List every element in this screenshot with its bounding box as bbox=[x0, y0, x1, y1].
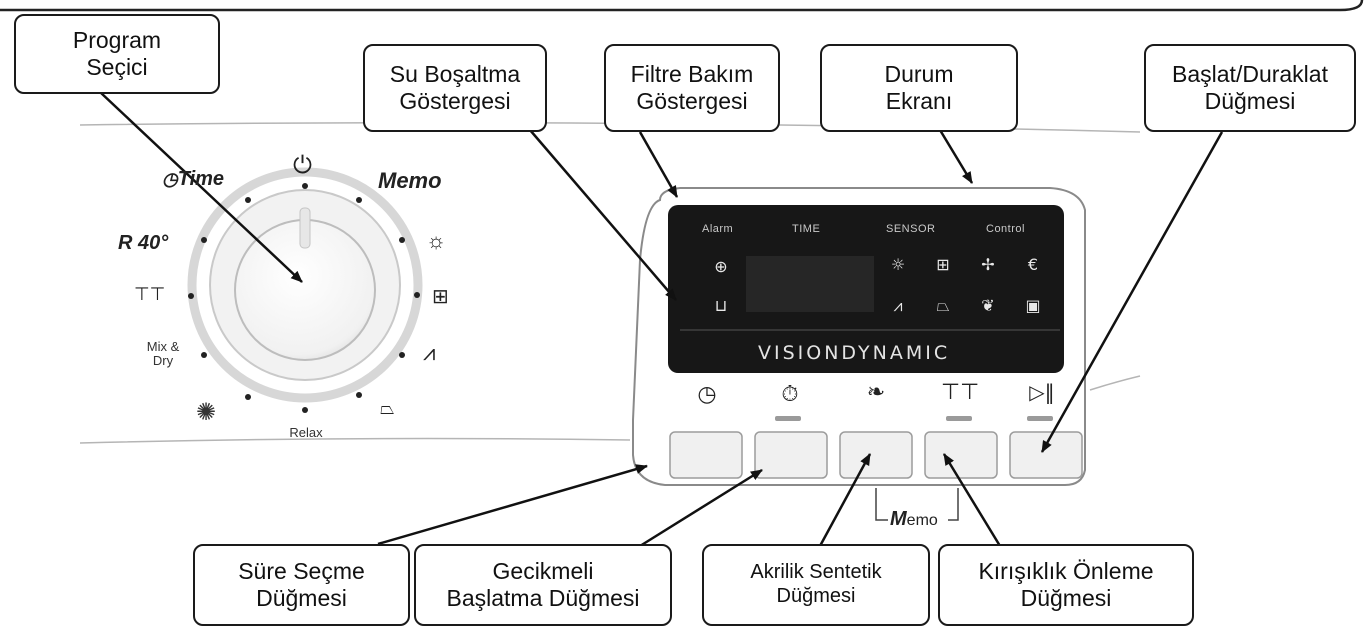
callout-acrylic-synthetic: Akrilik Sentetik Düğmesi bbox=[702, 544, 930, 626]
dial-dots bbox=[188, 183, 420, 413]
shirt-icon: ⊤⊤ bbox=[134, 284, 166, 304]
callout-status-display-text: Durum Ekranı bbox=[884, 60, 954, 114]
memo-program-label: Memo bbox=[378, 168, 442, 193]
memo-suffix: emo bbox=[906, 512, 938, 529]
eco-display-icon: € bbox=[1027, 255, 1039, 274]
shoe-display-icon: ⏢ bbox=[936, 296, 950, 315]
led-start bbox=[1027, 416, 1053, 421]
clock-icon: ◷ bbox=[162, 169, 178, 189]
callout-start-pause-text: Başlat/Duraklat Düğmesi bbox=[1172, 60, 1328, 114]
arrow-program-selector bbox=[99, 91, 303, 283]
relax-label: Relax bbox=[289, 425, 323, 440]
water-container-icon: ⊔ bbox=[714, 296, 728, 315]
time-program-label: ◷Time bbox=[162, 168, 224, 191]
sensor-label: SENSOR bbox=[886, 223, 936, 235]
callout-status-display: Durum Ekranı bbox=[820, 44, 1018, 132]
callout-anti-crease-text: Kırışıklık Önleme Düğmesi bbox=[978, 557, 1154, 611]
control-label: Control bbox=[986, 223, 1025, 235]
time-program-text: Time bbox=[177, 168, 225, 190]
fan-display-icon: ✢ bbox=[981, 255, 995, 274]
callout-anti-crease: Kırışıklık Önleme Düğmesi bbox=[938, 544, 1194, 626]
feather-icon: ❧ bbox=[866, 380, 886, 405]
acrylic-synthetic-button bbox=[839, 431, 913, 479]
wool-icon: ✺ bbox=[196, 399, 217, 426]
callout-delayed-start: Gecikmeli Başlatma Düğmesi bbox=[414, 544, 672, 626]
led-crease bbox=[946, 416, 972, 421]
callout-program-selector: Program Seçici bbox=[14, 14, 220, 94]
callout-drain-indicator: Su Boşaltma Göstergesi bbox=[363, 44, 547, 132]
body-line-bottom bbox=[79, 437, 631, 444]
callout-delayed-start-text: Gecikmeli Başlatma Düğmesi bbox=[446, 557, 640, 611]
arrow-filter-indicator bbox=[638, 131, 679, 198]
sun-icon: ☼ bbox=[426, 228, 447, 253]
led-delay bbox=[775, 416, 801, 421]
towel-display-icon: ▣ bbox=[1025, 296, 1041, 315]
shirt-iron-icon: ⊤⊤ bbox=[940, 380, 980, 405]
timer-icon: ◷ bbox=[697, 382, 717, 407]
memo-bracket bbox=[875, 488, 959, 521]
globe-icon: ⊕ bbox=[714, 257, 728, 276]
cabinet-icon: ⊞ bbox=[432, 286, 449, 308]
hanger-display-icon: ⩘ bbox=[893, 296, 903, 315]
callout-filter-indicator-text: Filtre Bakım Göstergesi bbox=[630, 60, 754, 114]
arrow-drain-indicator bbox=[529, 129, 677, 301]
delayed-start-button bbox=[754, 431, 828, 479]
delay-clock-icon: ⏱ bbox=[781, 382, 799, 407]
arrow-time-select bbox=[377, 464, 648, 546]
arrow-delayed-start bbox=[639, 468, 763, 548]
time-readout-area bbox=[746, 256, 874, 312]
arrow-anti-crease bbox=[942, 453, 1002, 547]
shoe-icon: ⏢ bbox=[380, 398, 395, 418]
top-frame bbox=[0, 0, 1364, 12]
dial-ring bbox=[187, 167, 423, 403]
callout-drain-indicator-text: Su Boşaltma Göstergesi bbox=[389, 60, 521, 114]
time-label: TIME bbox=[792, 223, 821, 235]
arrow-status-display bbox=[938, 129, 974, 184]
time-select-button bbox=[669, 431, 743, 479]
arrow-acrylic bbox=[818, 453, 872, 547]
hanger-icon: ⩘ bbox=[423, 340, 436, 365]
callout-time-select-text: Süre Seçme Düğmesi bbox=[238, 557, 365, 611]
brand-label: VISIONDYNAMIC bbox=[758, 342, 951, 364]
mix-dry-label: Mix & Dry bbox=[146, 339, 180, 368]
memo-button-label: Memo bbox=[890, 508, 938, 531]
leaf-display-icon: ❦ bbox=[981, 296, 995, 315]
sun-display-icon: ☼ bbox=[890, 255, 906, 274]
dial-pointer bbox=[299, 207, 311, 249]
arrow-start-pause bbox=[1040, 131, 1224, 453]
off-icon: ⏻ bbox=[293, 152, 312, 179]
memo-prefix: M bbox=[890, 508, 907, 530]
callout-filter-indicator: Filtre Bakım Göstergesi bbox=[604, 44, 780, 132]
callout-acrylic-synthetic-text: Akrilik Sentetik Düğmesi bbox=[750, 561, 882, 607]
play-pause-icon: ▷‖ bbox=[1029, 380, 1055, 404]
r40-program-label: R 40° bbox=[118, 232, 169, 254]
callout-program-selector-text: Program Seçici bbox=[72, 26, 162, 80]
cabinet-display-icon: ⊞ bbox=[936, 255, 950, 274]
callout-start-pause: Başlat/Duraklat Düğmesi bbox=[1144, 44, 1356, 132]
start-pause-button bbox=[1009, 431, 1083, 479]
callout-time-select: Süre Seçme Düğmesi bbox=[193, 544, 410, 626]
anti-crease-button bbox=[924, 431, 998, 479]
body-line-right bbox=[1089, 375, 1141, 391]
alarm-label: Alarm bbox=[702, 223, 734, 235]
